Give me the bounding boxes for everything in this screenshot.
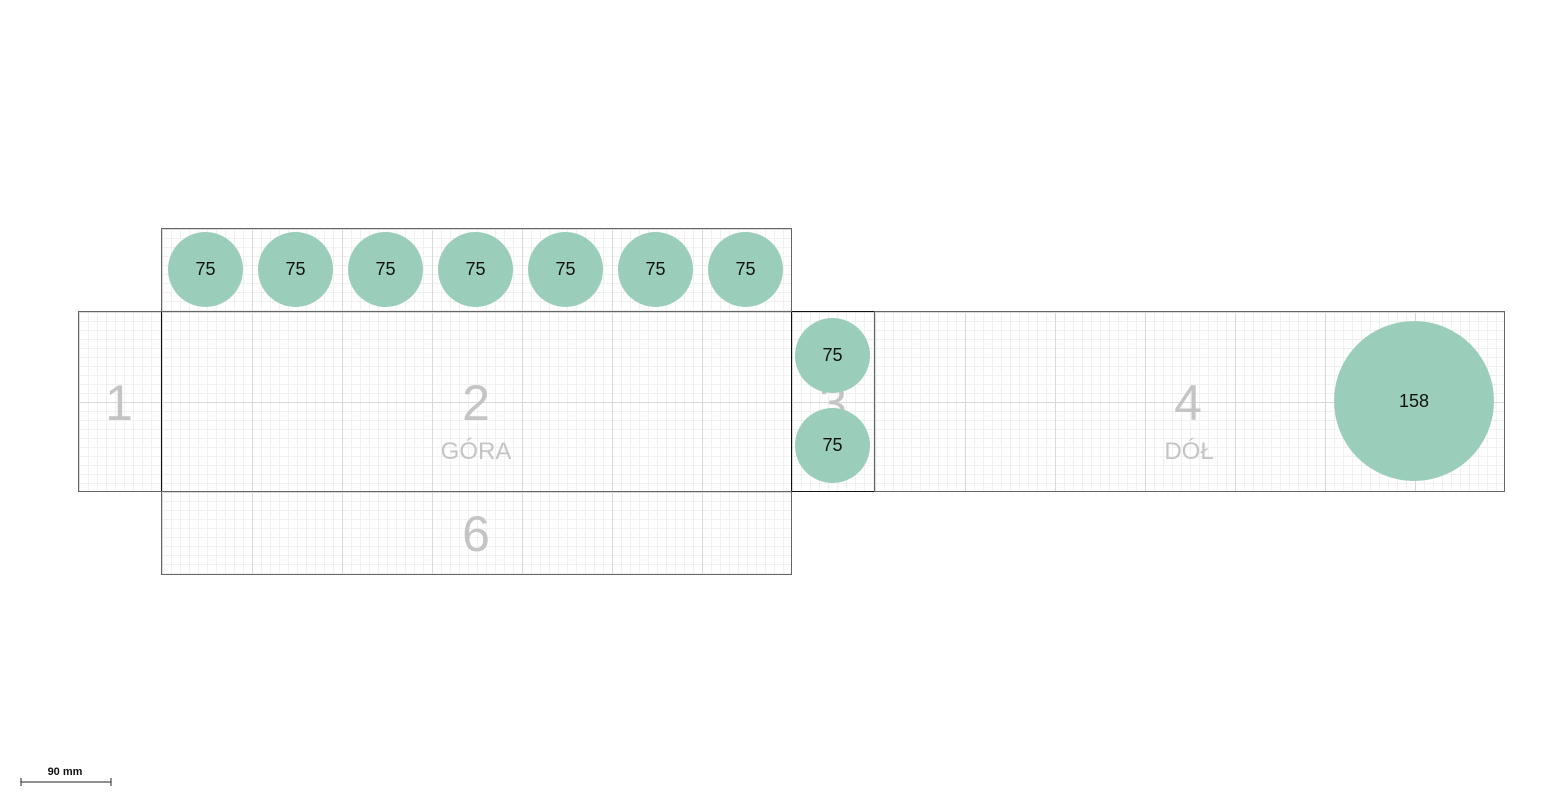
circle-cutout: 75 <box>528 232 603 307</box>
face-2-number: 2 <box>462 375 490 431</box>
circle-cutout: 75 <box>258 232 333 307</box>
face-2-label: GÓRA <box>440 438 512 465</box>
circle-cutout: 75 <box>618 232 693 307</box>
face-4-number: 4 <box>1174 375 1202 431</box>
circle-cutout: 75 <box>795 318 870 393</box>
circle-cutout: 75 <box>708 232 783 307</box>
scale-bar: 90 mm <box>20 766 112 786</box>
face-6-number: 6 <box>462 506 490 562</box>
circle-cutout: 75 <box>438 232 513 307</box>
face-1-number: 1 <box>105 375 133 431</box>
face-2-panel <box>161 311 792 492</box>
scale-bar-line <box>20 778 112 786</box>
circle-cutout: 75 <box>795 408 870 483</box>
face-1-panel <box>78 311 162 492</box>
circle-cutout: 75 <box>168 232 243 307</box>
face-4-label: DÓŁ <box>1164 438 1214 465</box>
circle-cutout: 75 <box>348 232 423 307</box>
scale-bar-label: 90 mm <box>47 766 83 778</box>
circle-cutout-large: 158 <box>1334 321 1494 481</box>
face-6-panel <box>161 491 792 575</box>
